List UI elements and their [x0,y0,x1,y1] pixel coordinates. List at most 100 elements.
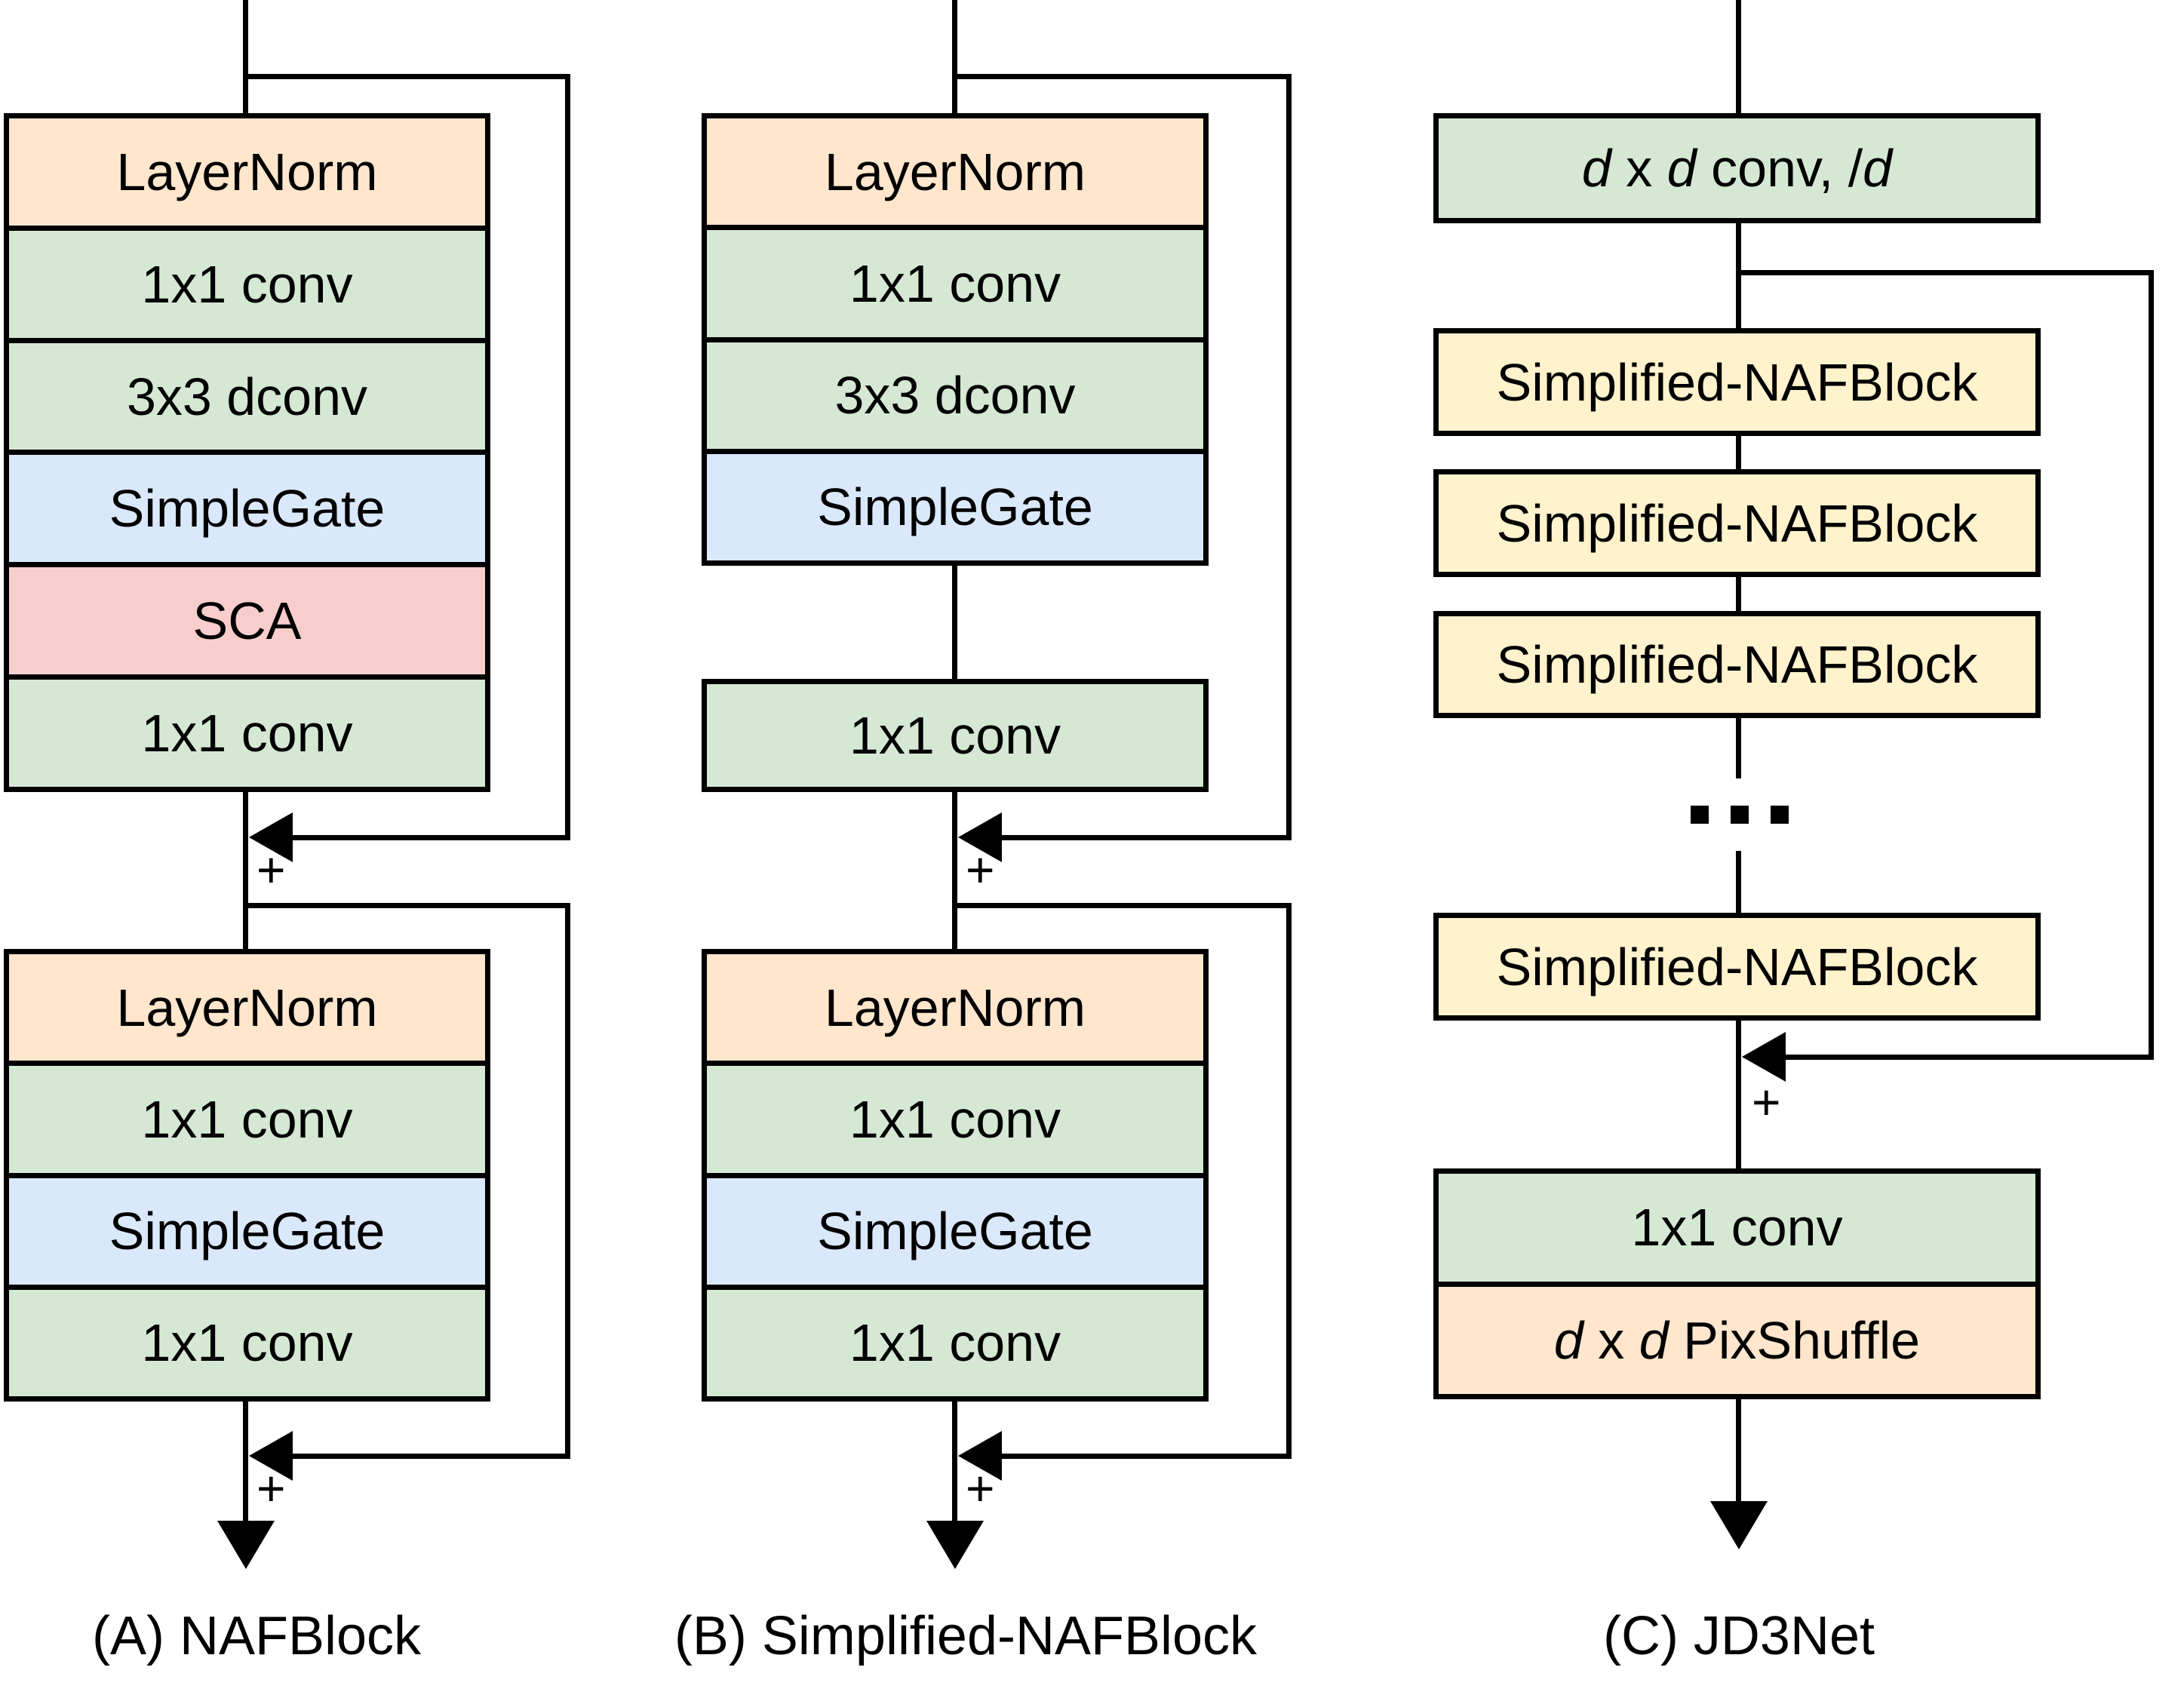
caption-simplified-nafblock: (B) Simplified-NAFBlock [674,1606,1258,1666]
simplegate-box: SimpleGate [707,448,1203,560]
conv1x1-label: 1x1 conv [849,1089,1061,1149]
skip1-line-a [565,74,570,840]
merge2-line-a [290,1454,570,1459]
sca-label: SCA [192,591,302,651]
caption-nafblock: (A) NAFBlock [91,1606,422,1666]
layernorm-box: LayerNorm [9,954,485,1061]
simplegate-label: SimpleGate [109,479,386,539]
input-line-b [952,0,957,115]
nafblock-label: Simplified-NAFBlock [1496,493,1978,553]
conv1x1-box: 1x1 conv [9,1284,485,1396]
nafblock-box: Simplified-NAFBlock [1439,333,2035,431]
simplified-nafblock-n: Simplified-NAFBlock [1433,913,2041,1021]
connector-line-c [1736,576,1741,613]
sca-box: SCA [9,562,485,675]
input-line-a [243,0,248,115]
conv1x1-label: 1x1 conv [849,253,1061,313]
caption-jd3net: (C) JD3Net [1602,1606,1875,1666]
simplified-lower-stack: LayerNorm 1x1 conv SimpleGate 1x1 conv [702,949,1209,1402]
add-symbol: + [966,842,995,898]
conv1x1-box: 1x1 conv [707,684,1203,787]
conv1x1-box: 1x1 conv [9,1061,485,1173]
conv1x1-label: 1x1 conv [141,1313,353,1373]
input-line-c [1736,0,1741,115]
add-symbol: + [256,842,286,898]
nafblock-box: Simplified-NAFBlock [1439,474,2035,572]
simplegate-label: SimpleGate [817,477,1093,537]
mid-line-b [952,791,957,951]
conv1x1-label: 1x1 conv [141,1089,353,1149]
merge-line-c [1783,1055,2154,1060]
merge1-arrowhead-icon [249,812,293,862]
conv1x1-box: 1x1 conv [9,225,485,338]
conv1x1-label: 1x1 conv [141,704,353,763]
nafblock-lower-stack: LayerNorm 1x1 conv SimpleGate 1x1 conv [4,949,490,1402]
nafblock-label: Simplified-NAFBlock [1496,635,1978,694]
merge1-arrowhead-icon [958,812,1002,862]
conv1x1-label: 1x1 conv [1631,1198,1843,1257]
skip1-line-b [1286,74,1292,840]
connector-line-c [1736,717,1741,778]
skip2-line-a [565,903,570,1459]
simplegate-box: SimpleGate [9,1172,485,1285]
add-symbol: + [256,1460,286,1516]
connector-line-c [1736,222,1741,330]
skip-branch-c [1736,270,2154,275]
output-arrowhead-icon [1710,1501,1768,1549]
connector-line-c [1736,851,1741,914]
pixshuffle-label: d x d PixShuffle [1553,1310,1921,1370]
nafblock-upper-stack: LayerNorm 1x1 conv 3x3 dconv SimpleGate … [4,113,490,792]
conv1x1-box: 1x1 conv [1439,1174,2035,1282]
output-line-a [243,1400,248,1525]
merge2-arrowhead-icon [249,1431,293,1481]
simplegate-box: SimpleGate [9,450,485,563]
simplified-upper-stack: LayerNorm 1x1 conv 3x3 dconv SimpleGate [702,113,1209,566]
layernorm-label: LayerNorm [116,142,378,201]
dconv3x3-box: 3x3 dconv [707,336,1203,449]
add-symbol: + [1752,1074,1781,1130]
dxd-conv-box-wrap: d x d conv, /d [1433,113,2041,223]
merge-arrowhead-icon [1742,1032,1786,1082]
output-line-b [952,1400,957,1525]
conv1x1-box: 1x1 conv [707,225,1203,337]
layernorm-box: LayerNorm [9,118,485,226]
jd3net-tail-stack: 1x1 conv d x d PixShuffle [1433,1168,2041,1399]
nafblock-label: Simplified-NAFBlock [1496,352,1978,412]
merge1-line-a [290,835,570,840]
merge2-arrowhead-icon [958,1431,1002,1481]
simplegate-label: SimpleGate [109,1202,386,1261]
skip1-branch-b [952,74,1292,79]
dconv3x3-label: 3x3 dconv [126,367,368,426]
merge2-line-b [999,1454,1292,1459]
dconv3x3-label: 3x3 dconv [834,366,1076,425]
nafblock-label: Simplified-NAFBlock [1496,937,1978,996]
conv1x1-box: 1x1 conv [707,1284,1203,1396]
layernorm-label: LayerNorm [824,978,1086,1037]
nafblock-box: Simplified-NAFBlock [1439,918,2035,1015]
layernorm-box: LayerNorm [707,118,1203,226]
output-line-c [1736,1398,1741,1505]
connector-line-b [952,564,957,682]
simplified-nafblock-1: Simplified-NAFBlock [1433,328,2041,436]
simplegate-label: SimpleGate [817,1202,1093,1261]
layernorm-label: LayerNorm [824,142,1086,201]
layernorm-label: LayerNorm [116,978,378,1037]
layernorm-box: LayerNorm [707,954,1203,1061]
connector-line-c [1736,434,1741,471]
output-arrowhead-icon [217,1521,275,1569]
merge1-line-b [999,835,1292,840]
skip2-branch-a [243,903,570,908]
dxd-conv-box: d x d conv, /d [1439,118,2035,218]
skip1-branch-a [243,74,570,79]
conv1x1-box: 1x1 conv [707,1061,1203,1173]
mid-line-c [1736,1019,1741,1171]
conv1x1-label: 1x1 conv [849,706,1061,765]
pixshuffle-box: d x d PixShuffle [1439,1281,2035,1394]
ellipsis-icon [1691,806,1789,824]
simplified-conv-box: 1x1 conv [702,679,1209,792]
simplified-nafblock-2: Simplified-NAFBlock [1433,469,2041,577]
nafblock-box: Simplified-NAFBlock [1439,616,2035,713]
conv1x1-box: 1x1 conv [9,674,485,787]
add-symbol: + [966,1460,995,1516]
